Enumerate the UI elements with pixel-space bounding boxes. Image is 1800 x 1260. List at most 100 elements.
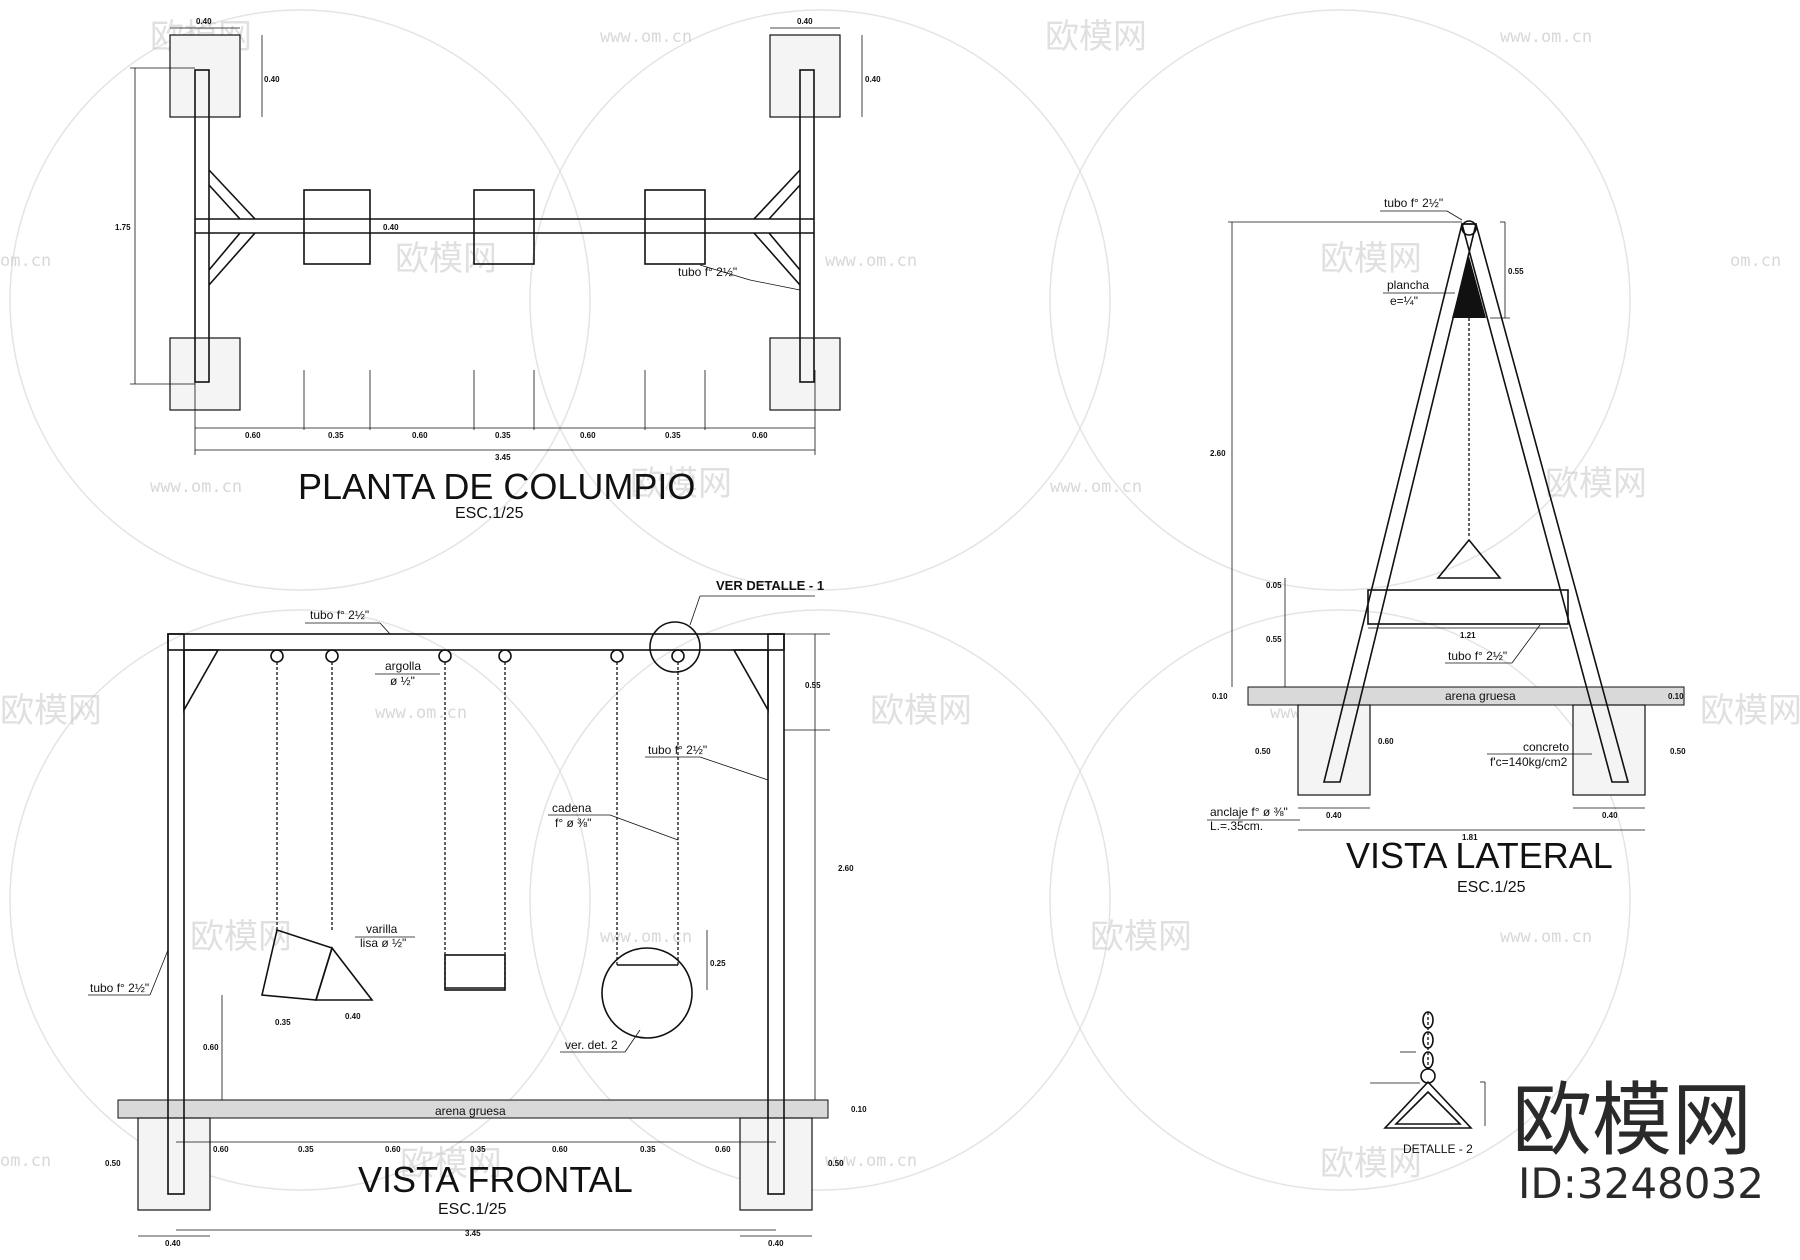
svg-text:0.55: 0.55 [805, 681, 821, 690]
svg-text:0.35: 0.35 [328, 431, 344, 440]
brace [753, 169, 801, 220]
brand-id: ID:3248032 [1518, 1159, 1764, 1208]
brace [208, 232, 256, 286]
watermark-logo: 欧模网 [630, 464, 732, 504]
watermark-url: www.om.cn [375, 703, 467, 723]
brace [768, 184, 801, 220]
watermark-logo: 欧模网 [1045, 17, 1147, 57]
svg-text:0.10: 0.10 [1668, 692, 1684, 701]
svg-text:0.40: 0.40 [165, 1239, 181, 1248]
front-title: VISTA FRONTAL [358, 1159, 633, 1200]
watermark-logo: 欧模网 [395, 239, 497, 279]
svg-text:0.40: 0.40 [196, 17, 212, 26]
watermark-logo: 欧模网 [0, 691, 102, 731]
watermark-url: www.om.cn [600, 927, 692, 947]
svg-text:0.60: 0.60 [412, 431, 428, 440]
detail-2-title: DETALLE - 2 [1403, 1142, 1473, 1156]
ring-set [270, 649, 685, 663]
watermark-url: www.om.cn [150, 477, 242, 497]
svg-text:0.60: 0.60 [715, 1145, 731, 1154]
brace [753, 232, 801, 286]
watermark-logo: 欧模网 [1320, 239, 1422, 279]
svg-text:0.35: 0.35 [298, 1145, 314, 1154]
svg-text:0.50: 0.50 [1670, 747, 1686, 756]
detail-2-circle [601, 947, 693, 1039]
svg-text:0.60: 0.60 [752, 431, 768, 440]
svg-text:0.60: 0.60 [385, 1145, 401, 1154]
svg-text:0.55: 0.55 [1508, 267, 1524, 276]
svg-text:0.40: 0.40 [1602, 811, 1618, 820]
brace [208, 184, 241, 220]
svg-text:2.60: 2.60 [1210, 449, 1226, 458]
svg-text:e=¼": e=¼" [1390, 294, 1418, 308]
svg-text:concreto: concreto [1523, 740, 1569, 754]
detail-1-circle [649, 621, 701, 673]
footing [769, 337, 841, 411]
svg-text:0.60: 0.60 [245, 431, 261, 440]
plan-title: PLANTA DE COLUMPIO [298, 466, 695, 507]
brace [208, 169, 256, 220]
svg-text:arena gruesa: arena gruesa [435, 1104, 506, 1118]
svg-text:varilla: varilla [366, 922, 398, 936]
svg-text:0.60: 0.60 [552, 1145, 568, 1154]
svg-text:tubo f° 2½": tubo f° 2½" [1384, 196, 1443, 210]
svg-text:0.35: 0.35 [665, 431, 681, 440]
seat [473, 189, 535, 265]
watermark-url: om.cn [0, 1151, 51, 1171]
detail-2: DETALLE - 2 [1370, 1011, 1486, 1156]
svg-text:0.40: 0.40 [865, 75, 881, 84]
svg-text:0.35: 0.35 [275, 1018, 291, 1027]
svg-text:0.40: 0.40 [345, 1012, 361, 1021]
footing [169, 34, 241, 118]
watermark-url: www.om.cn [1050, 477, 1142, 497]
svg-text:3.45: 3.45 [495, 453, 511, 462]
watermark-logo: 欧模网 [1320, 1144, 1422, 1184]
footing [1297, 704, 1371, 796]
svg-text:1.21: 1.21 [1460, 631, 1476, 640]
side-title: VISTA LATERAL [1346, 835, 1613, 876]
watermark-url: www.om.cn [600, 27, 692, 47]
swing-seat [1436, 538, 1502, 579]
svg-text:argolla: argolla [385, 659, 421, 673]
seat [644, 189, 706, 265]
brand-logo: 欧模网 [1512, 1074, 1752, 1167]
svg-text:3.45: 3.45 [465, 1229, 481, 1238]
brace [208, 232, 241, 271]
svg-text:0.55: 0.55 [1266, 635, 1282, 644]
svg-text:0.60: 0.60 [203, 1043, 219, 1052]
watermark-logo: 欧模网 [1700, 691, 1800, 731]
svg-text:0.35: 0.35 [495, 431, 511, 440]
post [194, 69, 210, 383]
side-view: arena gruesa tubo f° 2½" plancha e=¼" tu… [1207, 196, 1686, 896]
svg-text:tubo f° 2½": tubo f° 2½" [90, 981, 149, 995]
a-frame-leg [1460, 223, 1630, 783]
plate [1452, 256, 1486, 318]
svg-text:tubo f° 2½": tubo f° 2½" [310, 608, 369, 622]
svg-text:0.35: 0.35 [470, 1145, 486, 1154]
watermark-logo: 欧模网 [870, 691, 972, 731]
dim-ticks [194, 370, 816, 455]
svg-text:0.50: 0.50 [1255, 747, 1271, 756]
svg-text:0.50: 0.50 [828, 1159, 844, 1168]
side-scale: ESC.1/25 [1457, 879, 1526, 896]
watermark-url: www.om.cn [1500, 927, 1592, 947]
watermark-logo: 欧模网 [1545, 464, 1647, 504]
svg-text:0.40: 0.40 [768, 1239, 784, 1248]
plan-scale: ESC.1/25 [455, 505, 524, 522]
corner-brace [183, 649, 220, 714]
svg-text:1.81: 1.81 [1462, 833, 1478, 842]
svg-text:0.35: 0.35 [640, 1145, 656, 1154]
svg-text:f° ø ⅜": f° ø ⅜" [555, 816, 591, 830]
post [799, 69, 815, 383]
svg-text:L.=.35cm.: L.=.35cm. [1210, 819, 1263, 833]
svg-text:2.60: 2.60 [838, 864, 854, 873]
front-scale: ESC.1/25 [438, 1201, 507, 1218]
svg-text:ø ½": ø ½" [390, 674, 415, 688]
footing [769, 34, 841, 118]
plan-view: 0.60 0.35 0.60 0.35 0.60 0.35 0.60 3.45 … [115, 17, 881, 522]
watermark-layer: 欧模网 欧模网 欧模网 欧模网 欧模网 欧模网 欧模网 欧模网 欧模网 欧模网 … [0, 9, 1800, 1191]
svg-text:arena gruesa: arena gruesa [1445, 689, 1516, 703]
front-view: arena gruesa VER DETALLE - 1 [88, 578, 867, 1248]
detail-1-callout: VER DETALLE - 1 [716, 578, 824, 593]
